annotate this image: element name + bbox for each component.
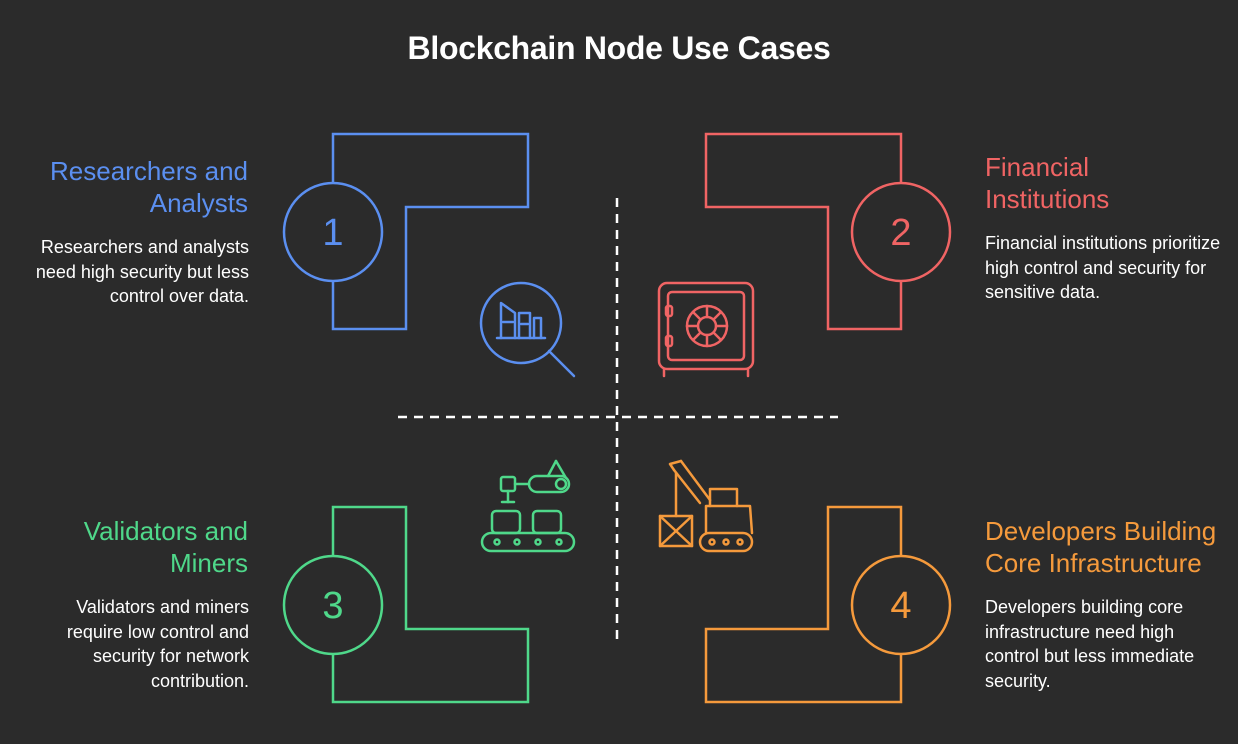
quadrant-4-heading: Developers Building Core Infrastructure <box>985 516 1217 578</box>
quadrant-2-number: 2 <box>890 212 911 254</box>
quadrant-3-number: 3 <box>322 585 343 627</box>
quadrant-3-shape <box>282 505 530 704</box>
quadrant-3-heading: Validators and Miners <box>83 516 248 578</box>
quadrant-2-shape <box>704 132 952 331</box>
magnifier-chart-icon <box>479 281 576 378</box>
excavator-crate-icon <box>658 459 754 553</box>
quadrant-2-description: Financial institutions prioritize high c… <box>985 233 1221 302</box>
quadrant-1-shape <box>282 132 530 331</box>
quadrant-1-number-circle <box>282 181 384 283</box>
quadrant-1-description: Researchers and analysts need high secur… <box>35 237 249 306</box>
quadrant-1-heading: Researchers and Analysts <box>50 156 248 218</box>
quadrant-4-number: 4 <box>890 585 911 627</box>
quadrant-4-number-circle <box>850 554 952 656</box>
quadrant-3-description: Validators and miners require low contro… <box>66 597 249 691</box>
conveyor-robot-arm-icon <box>480 459 576 553</box>
quadrant-3-number-circle <box>282 554 384 656</box>
quadrant-4-description: Developers building core infrastructure … <box>985 597 1195 691</box>
quadrant-2-number-circle <box>850 181 952 283</box>
quadrant-1-number: 1 <box>322 212 343 254</box>
quadrant-2-heading: Financial Institutions <box>985 152 1110 214</box>
quadrant-4-shape <box>704 505 952 704</box>
diagram-title: Blockchain Node Use Cases <box>407 30 831 66</box>
vault-safe-icon <box>657 281 755 378</box>
